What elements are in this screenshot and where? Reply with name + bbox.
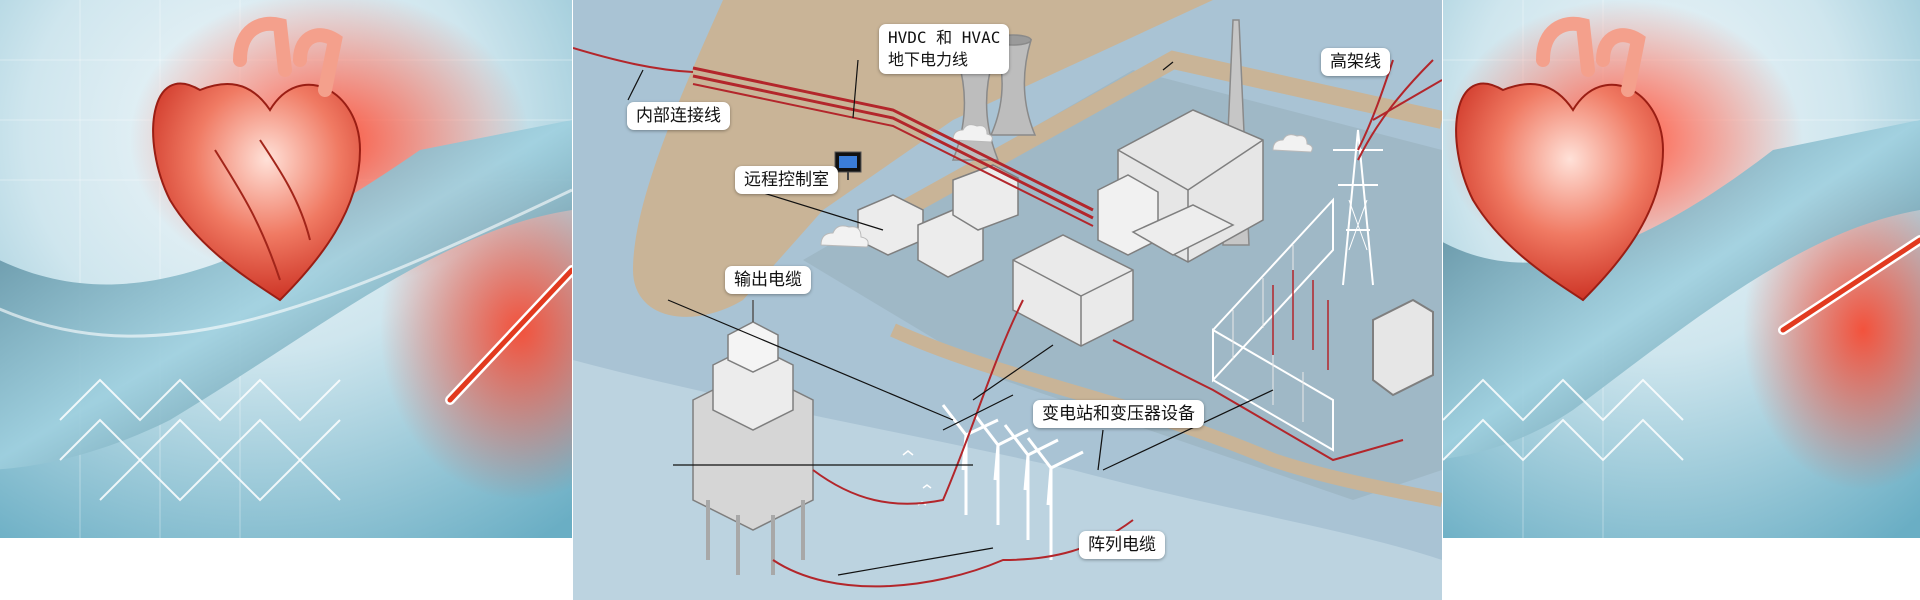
control-buildings bbox=[857, 164, 1019, 278]
left-medical-illustration bbox=[0, 0, 572, 538]
substation-yard bbox=[1212, 197, 1434, 452]
power-cables bbox=[573, 47, 1442, 588]
label-substation-transformer: 变电站和变压器设备 bbox=[1033, 400, 1204, 428]
heart-stent-illustration bbox=[0, 0, 572, 538]
monitor-icon bbox=[834, 151, 862, 180]
cloud-icons bbox=[820, 124, 1313, 248]
label-array-cable: 阵列电缆 bbox=[1079, 531, 1165, 559]
label-remote-control-room: 远程控制室 bbox=[735, 166, 838, 194]
offshore-wind-grid-illustration bbox=[573, 0, 1442, 600]
label-export-cable: 输出电缆 bbox=[725, 266, 811, 294]
right-medical-illustration bbox=[1443, 0, 1920, 538]
substation-building bbox=[1012, 234, 1134, 347]
label-overhead-line: 高架线 bbox=[1321, 48, 1390, 76]
wind-turbines bbox=[941, 404, 1084, 560]
leader-lines bbox=[627, 59, 1274, 576]
label-interconnect-line: 内部连接线 bbox=[627, 102, 730, 130]
label-hvdc-hvac-underground: HVDC 和 HVAC 地下电力线 bbox=[879, 24, 1010, 74]
land-left bbox=[633, 0, 1213, 317]
offshore-substation-platform bbox=[692, 300, 814, 575]
heart-stent-illustration-copy bbox=[1443, 0, 1920, 538]
power-grid-diagram: 内部连接线 HVDC 和 HVAC 地下电力线 高架线 远程控制室 输出电缆 变… bbox=[573, 0, 1442, 600]
power-plant bbox=[1097, 109, 1264, 263]
